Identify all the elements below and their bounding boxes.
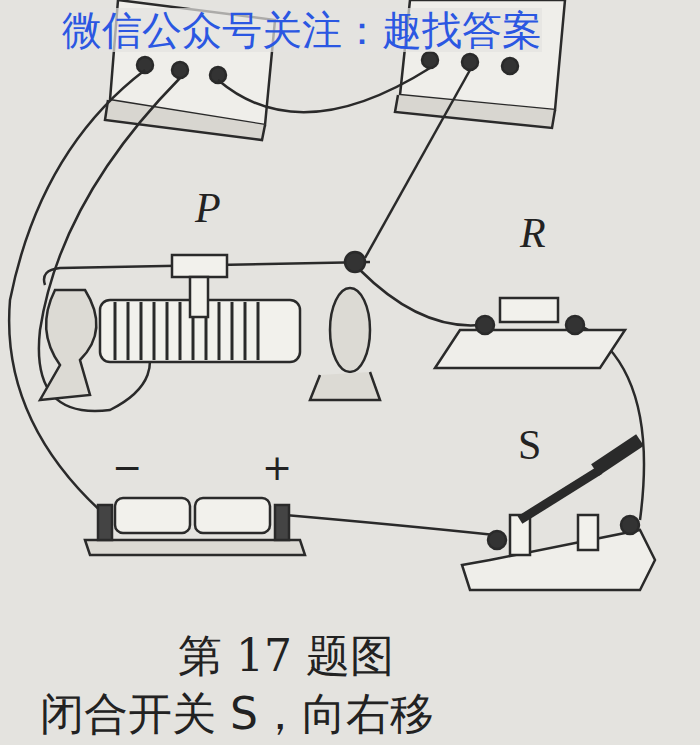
coil-turns: [115, 302, 258, 360]
rheostat-stand: [40, 290, 96, 400]
meter-terminal: [462, 54, 478, 70]
battery-holder: [85, 540, 305, 555]
switch-lever: [520, 470, 600, 520]
figure-caption: 第 17 题图: [178, 632, 394, 680]
polarity-sign: +: [262, 448, 292, 488]
watermark: 微信公众号关注：趣找答案: [62, 8, 542, 52]
terminal: [275, 505, 289, 540]
terminal: [345, 252, 365, 272]
resistor-symbol: [500, 298, 558, 322]
part-label: P: [195, 185, 221, 231]
part-label: S: [518, 422, 541, 468]
terminal: [566, 316, 584, 334]
part-label: R: [520, 210, 546, 256]
slider-p: [172, 255, 227, 277]
wire: [9, 70, 145, 515]
meter-terminal: [422, 52, 438, 68]
rheostat-stand: [310, 372, 380, 400]
wire: [218, 68, 430, 112]
wire: [365, 70, 470, 258]
voltmeter-base: [395, 95, 555, 128]
switch-clip: [578, 515, 598, 550]
cell: [115, 498, 190, 533]
terminal: [98, 505, 112, 540]
switch-post: [510, 515, 530, 555]
cell: [195, 498, 270, 533]
meter-terminal: [502, 58, 518, 74]
wire: [360, 270, 480, 325]
wire: [285, 515, 495, 535]
terminal: [621, 516, 639, 534]
terminal: [476, 316, 494, 334]
rheostat-end: [330, 288, 370, 372]
meter-terminal: [172, 62, 188, 78]
resistor-base: [435, 330, 625, 368]
switch-base: [462, 530, 655, 590]
switch-handle: [595, 440, 640, 470]
slider-contact: [190, 277, 208, 317]
terminal: [488, 531, 506, 549]
question-text: 闭合开关 S，向右移: [40, 690, 434, 738]
polarity-sign: −: [112, 448, 142, 488]
